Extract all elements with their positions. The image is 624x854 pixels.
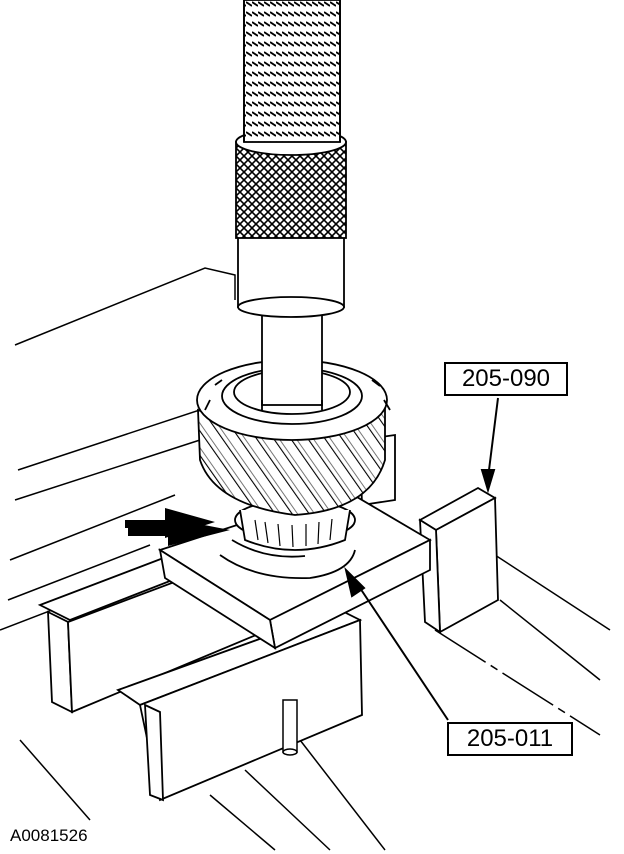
support-plate-205-011 [157, 489, 432, 650]
support-pin [282, 699, 298, 756]
press-ram [261, 304, 323, 410]
leader-lines [344, 397, 499, 721]
direction-arrow-icon [125, 508, 230, 546]
figure-id-label: A0081526 [10, 826, 88, 845]
callout-205-090: 205-090 [444, 362, 568, 396]
callout-205-011: 205-011 [447, 722, 573, 756]
knurled-collar [235, 128, 347, 318]
threaded-screw [243, 0, 341, 143]
